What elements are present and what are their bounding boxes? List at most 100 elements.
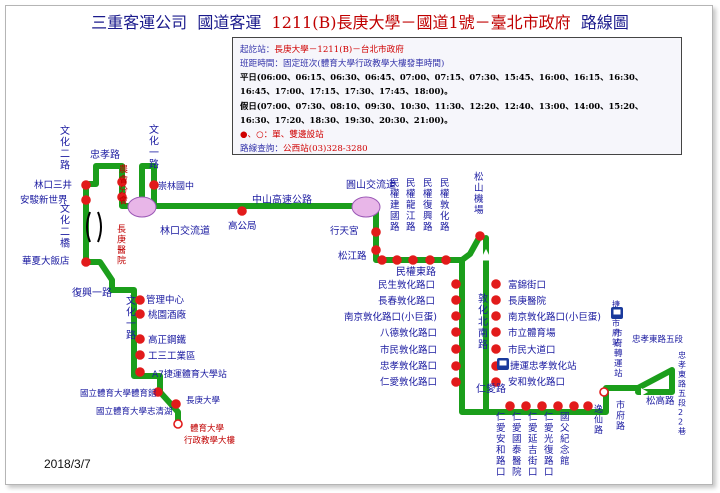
holiday-label: 假日 [240, 101, 257, 111]
map-label-char: 段 [678, 398, 686, 408]
interval-value: 固定班次(體育大學行政教學大樓發車時間) [282, 59, 445, 69]
bus-stop-icon [475, 231, 485, 241]
bus-stop-icon [135, 334, 145, 344]
map-label-char: 橋 [60, 237, 70, 250]
map-label-char: 長 [117, 224, 126, 235]
map-label-char: 市 [614, 328, 623, 339]
map-label-char: 二 [60, 149, 70, 160]
map-label-huaxia: 華夏大飯店 [22, 255, 70, 267]
bus-stop-icon [81, 195, 91, 205]
map-label-char: 安 [496, 433, 506, 445]
map-label-char: 化 [478, 304, 488, 317]
bus-stop-icon [599, 387, 609, 397]
title-suffix: 路線圖 [580, 13, 629, 32]
map-label-fujin: 富錦街口 [508, 279, 546, 291]
mrt-station-icon [613, 309, 621, 315]
bus-stop-icon [441, 255, 451, 265]
map-label-changchun: 長春敦化路口 [378, 295, 435, 307]
map-label-minsheng: 民生敦化路口 [378, 279, 435, 291]
map-label-shili: 市立體育場 [508, 327, 556, 339]
map-label-char: 光 [544, 433, 554, 445]
map-label-char: 愛 [528, 422, 538, 434]
map-label-xingzheng: 行政教學大樓 [184, 435, 236, 446]
map-label-char: 院 [117, 255, 126, 267]
map-label-char: 愛 [544, 422, 554, 434]
linkou-interchange-icon [127, 196, 157, 218]
interval-line: 班距時間：固定班次(體育大學行政教學大樓發車時間) [240, 57, 444, 69]
map-label-dunhua_n: 敦化北南路 [478, 292, 488, 351]
map-label-char: 化 [149, 135, 159, 148]
map-label-char: 國 [512, 434, 522, 445]
title-service: 國道客運 [197, 13, 262, 32]
route-info-box: 起訖站：長庚大學－1211(B)－台北市政府 班距時間：固定班次(體育大學行政教… [232, 37, 682, 155]
bus-stop-icon [117, 192, 127, 202]
bus-stop-icon [491, 295, 501, 305]
map-label-char: 路 [149, 158, 159, 171]
bus-stop-icon [451, 279, 461, 289]
bus-stop-icon [117, 177, 127, 187]
map-label-chonglin: 崇林國中 [158, 180, 194, 192]
route-line-6 [459, 233, 483, 263]
map-label-nanjing_w: 南京敦化路口(小巨蛋) [344, 311, 437, 323]
map-label-nongkuai: 農會分會 [119, 163, 128, 207]
map-label-char: 庚 [117, 234, 126, 246]
map-label-char: 口 [496, 467, 506, 478]
weekday-schedule: 平日(06:00、06:15、06:30、06:45、07:00、07:15、0… [240, 70, 674, 98]
map-label-mqd: 民權敦化路 [440, 178, 450, 233]
map-label-char: 南 [478, 327, 488, 340]
map-label-char: 國 [560, 412, 570, 423]
map-label-char: 運 [614, 359, 623, 369]
bus-stop-icon [451, 344, 461, 354]
map-label-zhongxiao: 忠孝路 [90, 148, 120, 161]
map-label-cityhall: 市府路 [616, 399, 625, 432]
bus-stop-icon [491, 311, 501, 321]
map-label-shimin_e: 市民大道口 [508, 344, 556, 356]
map-label-char: 敦 [478, 292, 488, 305]
map-label-char: 化 [60, 214, 70, 227]
map-label-wenhua1b: 文化一路 [126, 294, 136, 342]
map-label-char: 龍 [406, 199, 416, 211]
map-label-char: 捷 [612, 299, 620, 309]
map-label-gaogong: 高公局 [228, 220, 257, 232]
map-label-songjiang: 松江路 [338, 250, 367, 262]
bus-stop-icon [553, 401, 563, 411]
legend-line: ●、○：單、雙邊設站 [240, 128, 324, 140]
map-label-char: 站 [614, 368, 623, 379]
title-company: 三重客運公司 [91, 13, 188, 32]
map-label-char: 會 [119, 195, 128, 207]
map-label-char: 建 [390, 199, 400, 211]
map-label-char: 路 [423, 221, 433, 233]
map-label-renai_guotai: 仁愛國泰醫院 [512, 411, 522, 478]
map-label-char: 文 [126, 294, 136, 307]
map-label-char: 山 [474, 183, 484, 194]
map-label-linkou3j: 林口三井 [34, 179, 72, 191]
bus-stop-icon [237, 206, 247, 216]
origin-value: 長庚大學－1211(B)－台北市政府 [274, 45, 404, 55]
map-label-char: 一 [149, 148, 159, 159]
query-value: 公西站(03)328-3280 [282, 144, 368, 154]
mrt-station-icon [499, 360, 507, 366]
map-label-char: 孝 [678, 361, 686, 370]
map-label-char: 醫 [512, 456, 522, 467]
map-label-mrt_city: 捷運市府站 [612, 299, 620, 347]
map-label-char: 念 [560, 444, 570, 456]
map-label-zhongxiao_w: 忠孝敦化路口 [380, 360, 437, 372]
route-line-9 [83, 259, 115, 293]
bus-stop-icon [505, 401, 515, 411]
map-label-renai_rd: 仁愛路 [476, 382, 506, 395]
map-label-char: 路 [544, 455, 554, 467]
map-label-taoyuan: 桃園酒廠 [148, 309, 187, 321]
map-label-zhongxiao_e5: 忠孝東路五段 [632, 334, 684, 345]
map-label-char: 文 [60, 124, 70, 137]
map-label-sunyat: 國父紀念館 [560, 412, 570, 467]
query-label: 路線查詢： [240, 144, 283, 154]
yuanshan-interchange-icon [351, 196, 381, 218]
map-label-tydx: 體育大學 [190, 423, 225, 434]
bus-stop-icon [135, 309, 145, 319]
map-label-gaozheng: 高正鋼鐵 [148, 334, 187, 346]
map-label-wenhua2b: 文化二橋 [60, 202, 70, 250]
bus-stop-icon [425, 255, 435, 265]
stop-dot-legend-icon: ● [240, 130, 248, 140]
